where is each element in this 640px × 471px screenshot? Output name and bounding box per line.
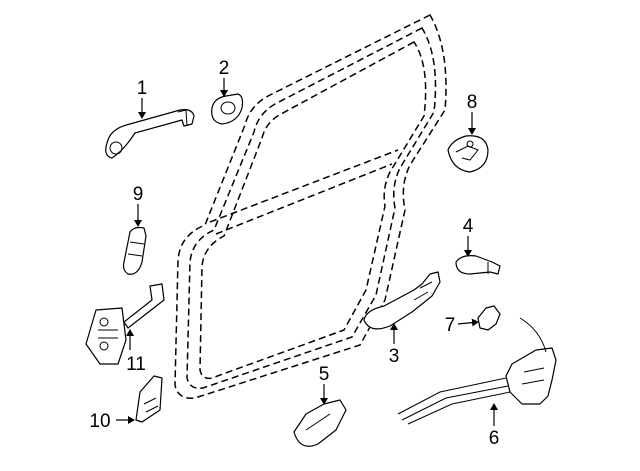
door-outline — [174, 14, 447, 399]
callout-6: 6 — [489, 428, 500, 449]
callout-9: 9 — [133, 184, 144, 205]
part-7-clip — [477, 305, 501, 331]
callout-1: 1 — [137, 78, 148, 99]
callout-3: 3 — [389, 346, 400, 367]
part-11-door-check — [85, 283, 165, 365]
part-2-handle-bezel — [211, 93, 244, 125]
callout-arrows — [116, 78, 498, 426]
callout-11: 11 — [126, 354, 146, 375]
part-1-outside-handle — [105, 109, 195, 159]
part-10-striker — [135, 375, 163, 423]
part-8-lock-cylinder — [447, 135, 489, 173]
part-6-latch-assembly — [397, 317, 557, 425]
callout-5: 5 — [319, 364, 330, 385]
part-9-door-switch — [122, 226, 147, 275]
part-4-rod-clip — [455, 255, 501, 275]
part-3-inside-handle — [363, 271, 441, 330]
callout-8: 8 — [467, 92, 478, 113]
callout-2: 2 — [219, 58, 230, 79]
callout-7: 7 — [445, 315, 456, 336]
callout-10: 10 — [89, 411, 110, 432]
callout-4: 4 — [463, 216, 474, 237]
part-5-inside-bezel — [293, 399, 347, 447]
